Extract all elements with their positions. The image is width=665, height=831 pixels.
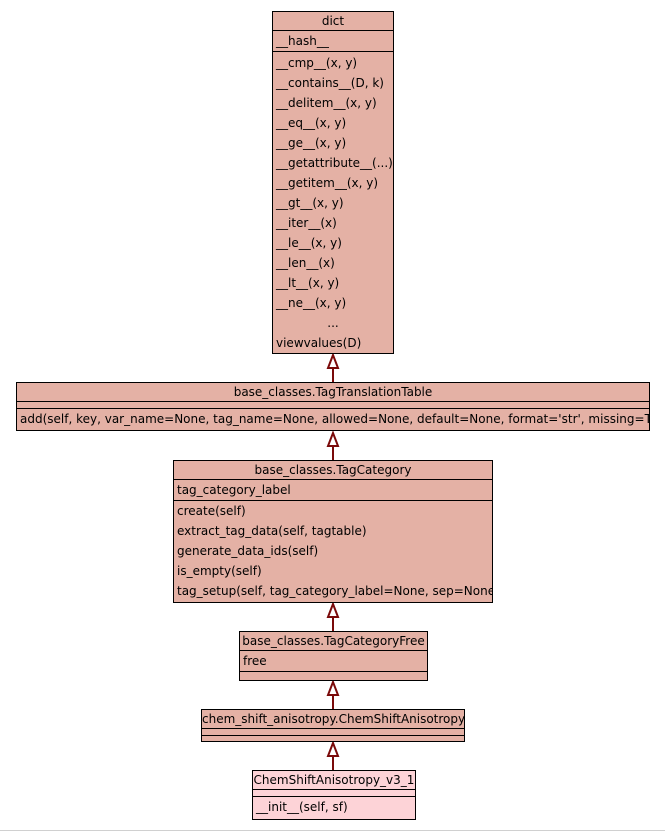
method: __lt__(x, y) [276,276,340,290]
method: add(self, key, var_name=None, tag_name=N… [20,412,649,426]
methods-section: add(self, key, var_name=None, tag_name=N… [17,409,649,429]
attributes-section [253,790,415,797]
attribute: free [243,654,267,668]
method: tag_setup(self, tag_category_label=None,… [177,584,492,598]
method: __init__(self, sf) [256,800,348,814]
class-tag-translation-table[interactable]: base_classes.TagTranslationTable add(sel… [16,382,650,431]
class-title: ChemShiftAnisotropy_v3_1 [253,771,415,790]
class-title: base_classes.TagCategoryFree [240,632,427,651]
class-title: base_classes.TagTranslationTable [17,383,649,402]
methods-section: create(self) extract_tag_data(self, tagt… [174,501,492,601]
methods-section [202,736,464,742]
method: __getitem__(x, y) [276,176,379,190]
attributes-section: free [240,651,427,672]
attribute: __hash__ [276,34,329,48]
methods-section: __init__(self, sf) [253,797,415,817]
method: __delitem__(x, y) [276,96,377,110]
method: __getattribute__(...) [276,156,393,170]
method: create(self) [177,504,246,518]
class-title: base_classes.TagCategory [174,461,492,480]
class-title: chem_shift_anisotropy.ChemShiftAnisotrop… [202,710,464,729]
class-title: dict [273,12,393,31]
class-tag-category-free[interactable]: base_classes.TagCategoryFree free [239,631,428,681]
attributes-section: tag_category_label [174,480,492,501]
methods-section: __cmp__(x, y) __contains__(D, k) __delit… [273,52,393,353]
method: __len__(x) [276,256,335,270]
edge-arrow-translation [326,430,340,447]
method: __eq__(x, y) [276,116,347,130]
method: __cmp__(x, y) [276,56,358,70]
edge-arrow-category [326,601,340,618]
method: __gt__(x, y) [276,196,344,210]
edge-arrow-dict [326,352,340,369]
method-ellipsis: ... [327,316,339,330]
attributes-section [17,402,649,409]
method: viewvalues(D) [276,336,362,350]
methods-section [240,672,427,678]
method: __ge__(x, y) [276,136,347,150]
edge-arrow-chemshift [326,740,340,757]
class-dict[interactable]: dict __hash__ __cmp__(x, y) __contains__… [272,11,394,354]
method: extract_tag_data(self, tagtable) [177,524,367,538]
class-chem-shift-anisotropy[interactable]: chem_shift_anisotropy.ChemShiftAnisotrop… [201,709,465,742]
attributes-section: __hash__ [273,31,393,52]
method: generate_data_ids(self) [177,544,319,558]
method: is_empty(self) [177,564,262,578]
method: __iter__(x) [276,216,337,230]
class-chem-shift-anisotropy-v3-1[interactable]: ChemShiftAnisotropy_v3_1 __init__(self, … [252,770,416,820]
class-tag-category[interactable]: base_classes.TagCategory tag_category_la… [173,460,493,603]
attribute: tag_category_label [177,483,291,497]
method: __le__(x, y) [276,236,342,250]
edge-arrow-free [326,679,340,696]
method: __contains__(D, k) [276,76,384,90]
attributes-section [202,729,464,736]
method: __ne__(x, y) [276,296,347,310]
